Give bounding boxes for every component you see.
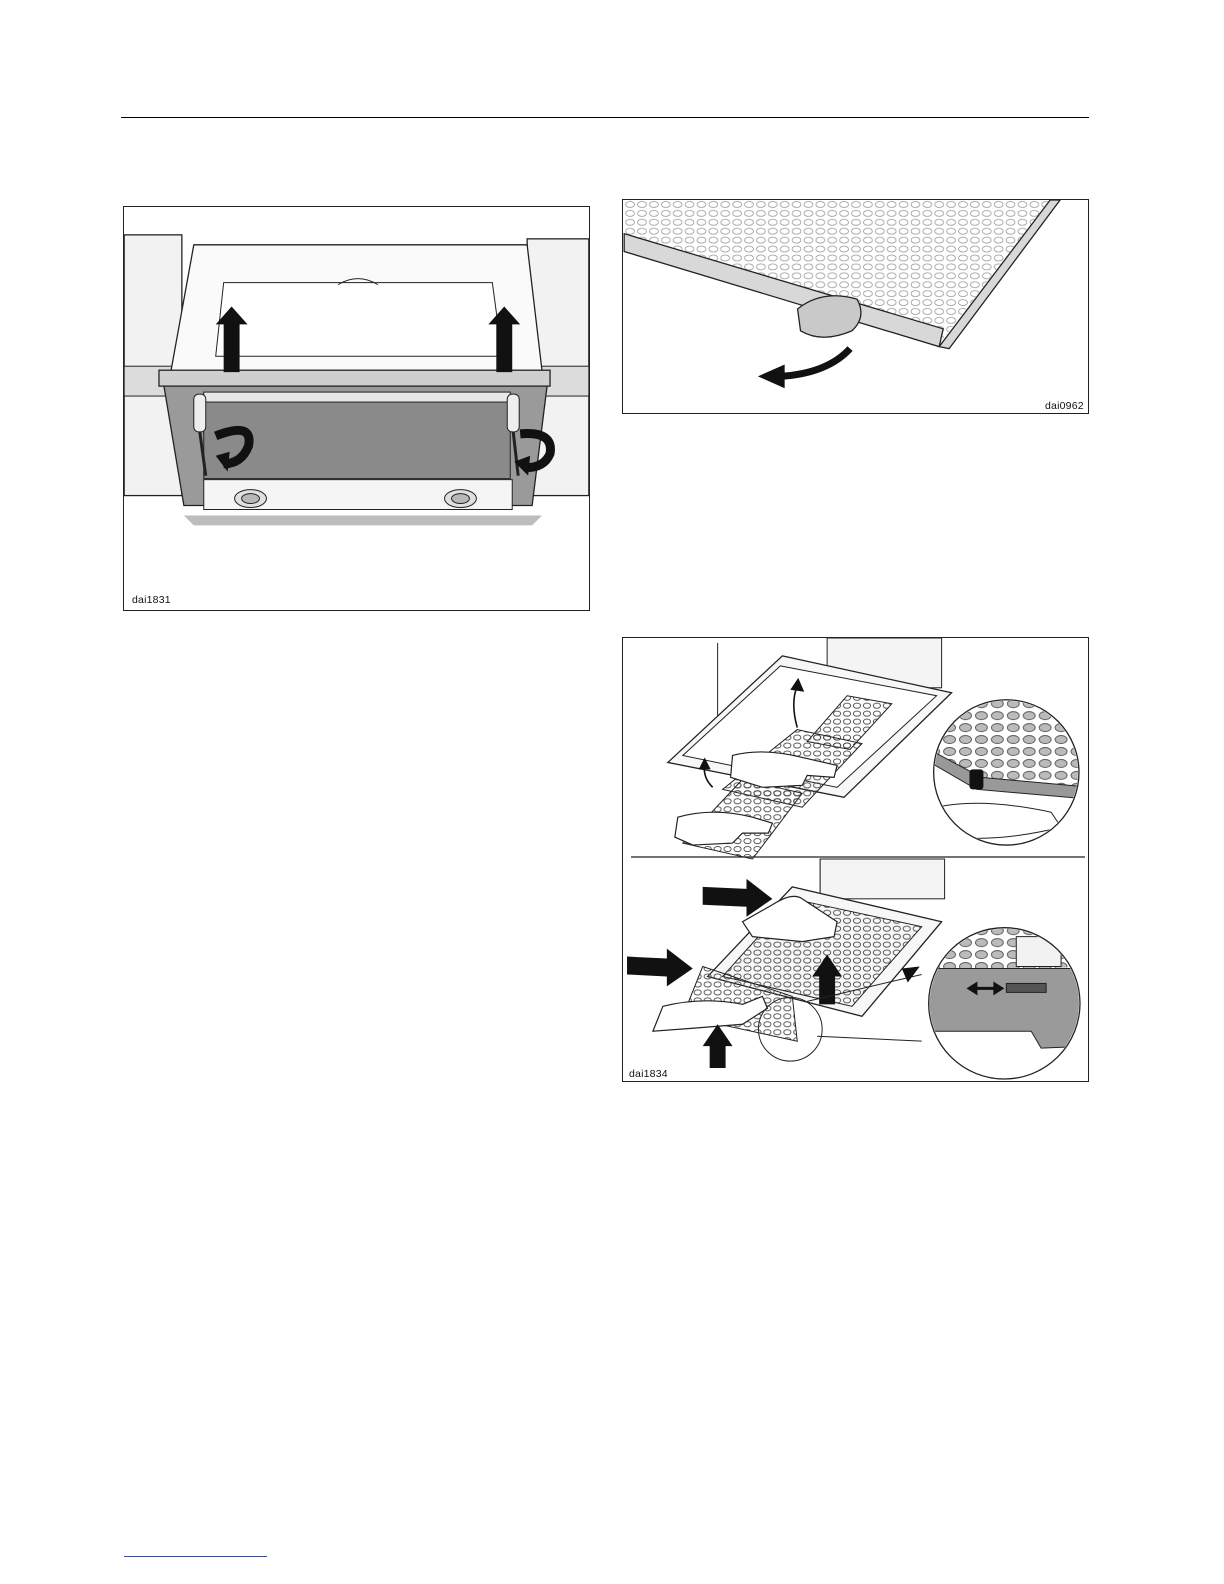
curved-arrow-icon [758, 349, 850, 389]
arrow-up-icon [703, 1024, 733, 1068]
filter-insert-illustration [623, 638, 1088, 1081]
arrow-right-icon [627, 949, 693, 987]
figure-code: dai1834 [629, 1068, 668, 1080]
figure-code: dai1831 [132, 594, 171, 606]
magnifier-circle-icon [922, 907, 1088, 1079]
figure-filter-insert: dai1834 [622, 637, 1089, 1082]
magnifier-circle-icon [922, 698, 1088, 845]
filter-clip-illustration [623, 200, 1088, 413]
header-rule [121, 117, 1089, 118]
footer-link-rule [124, 1556, 267, 1557]
figure-code: dai0962 [1045, 400, 1084, 412]
figure-filter-clip: dai0962 [622, 199, 1089, 414]
figure-hood-screws: dai1831 [123, 206, 590, 611]
hood-screws-illustration [124, 207, 589, 610]
